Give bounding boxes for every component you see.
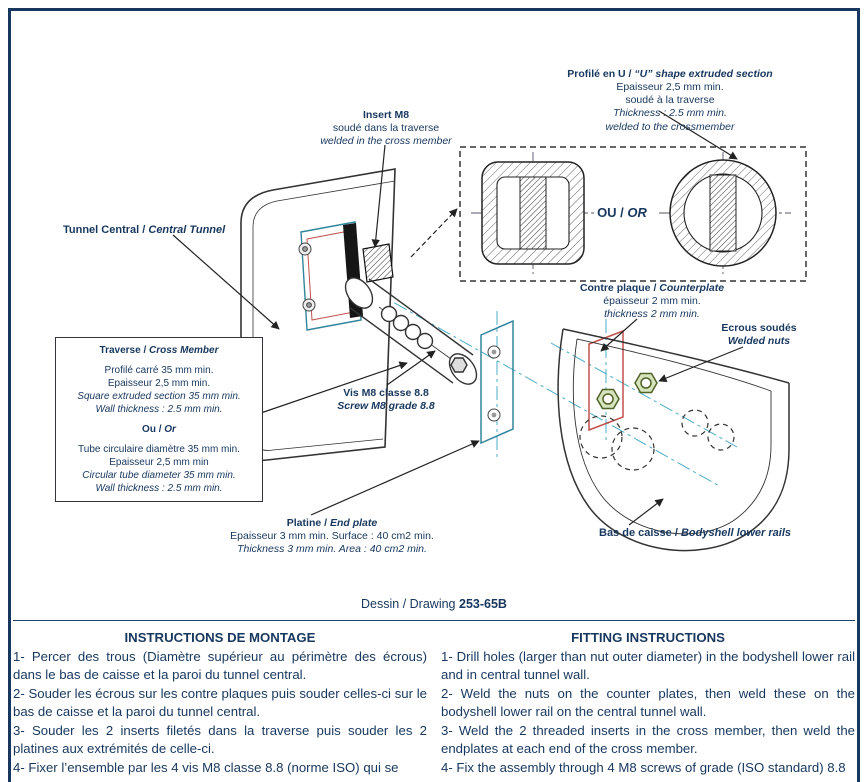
centerlines xyxy=(328,265,738,488)
label-screw-m8: Vis M8 classe 8.8 Screw M8 grade 8.8 xyxy=(337,387,435,413)
page-border: Profilé en U / “U” shape extruded sectio… xyxy=(8,8,860,782)
end-plate-drawing xyxy=(480,319,514,445)
instruction-en-step: 2- Weld the nuts on the counter plates, … xyxy=(441,685,855,720)
label-cross-member-box: Traverse / Cross Member Profilé carré 35… xyxy=(55,337,263,502)
label-counterplate: Contre plaque / Counterplate épaisseur 2… xyxy=(579,282,725,321)
label-welded-nuts: Ecrous soudés Welded nuts xyxy=(721,322,797,348)
instructions-fr: INSTRUCTIONS DE MONTAGE 1- Percer des tr… xyxy=(13,630,427,777)
screw-m8-drawing xyxy=(380,305,468,373)
instructions-en-title: FITTING INSTRUCTIONS xyxy=(571,630,725,645)
instructions-fr-title: INSTRUCTIONS DE MONTAGE xyxy=(124,630,316,645)
instruction-fr-step: 2- Souder les écrous sur les contre plaq… xyxy=(13,685,427,720)
instruction-en-step: 1- Drill holes (larger than nut outer di… xyxy=(441,649,855,683)
label-bodyshell-rails: Bas de caisse / Bodyshell lower rails xyxy=(599,527,791,539)
label-u-profile: Profilé en U / “U” shape extruded sectio… xyxy=(567,68,773,133)
instruction-en-step: 4- Fix the assembly through 4 M8 screws … xyxy=(441,759,846,775)
square-section-view xyxy=(481,161,585,265)
leader-arrows xyxy=(172,110,744,526)
central-tunnel-drawing xyxy=(240,168,396,462)
technical-drawing: Profilé en U / “U” shape extruded sectio… xyxy=(11,11,857,591)
cross-member-drawing xyxy=(344,277,478,385)
label-insert-m8: Insert M8 soudé dans la traverse welded … xyxy=(320,109,452,148)
instruction-fr-step: 4- Fixer l’ensemble par les 4 vis M8 cla… xyxy=(13,759,399,775)
instructions: INSTRUCTIONS DE MONTAGE 1- Percer des tr… xyxy=(11,630,857,777)
counterplate-drawing xyxy=(588,329,624,432)
circular-section-view xyxy=(669,159,777,267)
welded-nuts-drawing xyxy=(596,372,658,410)
instructions-en: FITTING INSTRUCTIONS 1- Drill holes (lar… xyxy=(441,630,855,777)
bodyshell-rail-drawing xyxy=(557,328,790,552)
insert-m8-drawing xyxy=(362,243,394,283)
instruction-fr-step: 1- Percer des trous (Diamètre supérieur … xyxy=(13,649,427,683)
section-views xyxy=(459,146,807,282)
instruction-fr-step: 3- Souder les 2 inserts filetés dans la … xyxy=(13,722,427,757)
drawing-caption: Dessin / Drawing 253-65B xyxy=(361,597,507,611)
label-end-plate: Platine / End plate Epaisseur 3 mm min. … xyxy=(230,517,434,556)
divider xyxy=(13,620,855,621)
label-central-tunnel: Tunnel Central / Central Tunnel xyxy=(63,224,226,236)
label-ou-or: OU / OR xyxy=(597,205,647,220)
instruction-en-step: 3- Weld the 2 threaded inserts in the cr… xyxy=(441,722,855,757)
